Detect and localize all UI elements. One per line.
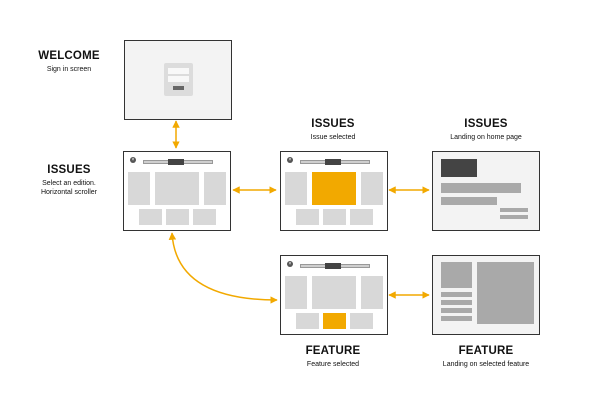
label-issues-landing: ISSUES Landing on home page	[430, 118, 542, 142]
screen-welcome	[124, 40, 232, 120]
label-feature-selected: FEATURE Feature selected	[288, 345, 378, 369]
feature-main-image	[477, 262, 534, 324]
label-feature-selected-title: FEATURE	[305, 345, 361, 357]
label-feature-selected-sub: Feature selected	[306, 361, 360, 368]
issue-cover-center	[155, 172, 199, 205]
screen-feature-landing	[432, 255, 540, 335]
scroller-thumb	[168, 159, 184, 165]
feature-sidebar-line-2	[441, 300, 472, 305]
home-subhead-bar	[441, 197, 497, 205]
feature-thumb-3	[350, 313, 373, 329]
label-issues-landing-title: ISSUES	[464, 118, 508, 130]
issue-cover-center	[312, 276, 356, 309]
scroller-thumb	[325, 159, 341, 165]
home-hero-image	[441, 159, 477, 177]
label-welcome-sub: Sign in screen	[46, 66, 92, 73]
feature-thumb-1	[139, 209, 162, 225]
home-text-line-1	[500, 208, 528, 212]
issue-cover-right	[361, 276, 383, 309]
feature-thumb-2	[323, 209, 346, 225]
close-x-icon: ×	[130, 157, 136, 163]
signin-field-username	[168, 68, 189, 74]
issue-cover-right	[361, 172, 383, 205]
label-feature-landing-sub: Landing on selected feature	[442, 361, 530, 368]
screen-issues-scroller: ×	[123, 151, 231, 231]
feature-thumb-1	[296, 313, 319, 329]
home-text-line-2	[500, 215, 528, 219]
label-issues-selected: ISSUES Issue selected	[293, 118, 373, 142]
label-welcome: WELCOME Sign in screen	[30, 50, 108, 74]
feature-sidebar-line-1	[441, 292, 472, 297]
feature-thumb-3	[350, 209, 373, 225]
label-issues-left-title: ISSUES	[47, 164, 91, 176]
issue-cover-right	[204, 172, 226, 205]
scroller-thumb	[325, 263, 341, 269]
issue-cover-selected	[312, 172, 356, 205]
label-feature-landing-title: FEATURE	[458, 345, 514, 357]
feature-sidebar-line-3	[441, 308, 472, 313]
screen-feature-selected: ×	[280, 255, 388, 335]
label-feature-landing: FEATURE Landing on selected feature	[428, 345, 544, 369]
issue-cover-left	[128, 172, 150, 205]
feature-thumb-selected	[323, 313, 346, 329]
issue-cover-left	[285, 276, 307, 309]
label-welcome-title: WELCOME	[38, 50, 100, 62]
signin-button	[173, 86, 184, 90]
label-issues-left-sub-line1: Select an edition.	[42, 180, 96, 187]
label-issues-landing-sub: Landing on home page	[450, 134, 522, 141]
signin-field-password	[168, 76, 189, 82]
close-x-icon: ×	[287, 157, 293, 163]
label-issues-left-sub-line2: Horizontal scroller	[40, 189, 98, 196]
feature-sidebar-line-4	[441, 316, 472, 321]
feature-thumb-1	[296, 209, 319, 225]
issue-cover-left	[285, 172, 307, 205]
label-issues-left-sub: Select an edition. Horizontal scroller	[30, 179, 108, 197]
label-issues-selected-sub: Issue selected	[310, 134, 356, 141]
close-x-icon: ×	[287, 261, 293, 267]
label-issues-selected-title: ISSUES	[311, 118, 355, 130]
feature-sidebar-image	[441, 262, 472, 288]
label-issues-left: ISSUES Select an edition. Horizontal scr…	[30, 164, 108, 197]
screen-issue-selected: ×	[280, 151, 388, 231]
home-headline-bar	[441, 183, 521, 193]
screen-issues-home	[432, 151, 540, 231]
feature-thumb-3	[193, 209, 216, 225]
feature-thumb-2	[166, 209, 189, 225]
arrow-issues-feature	[168, 232, 278, 304]
